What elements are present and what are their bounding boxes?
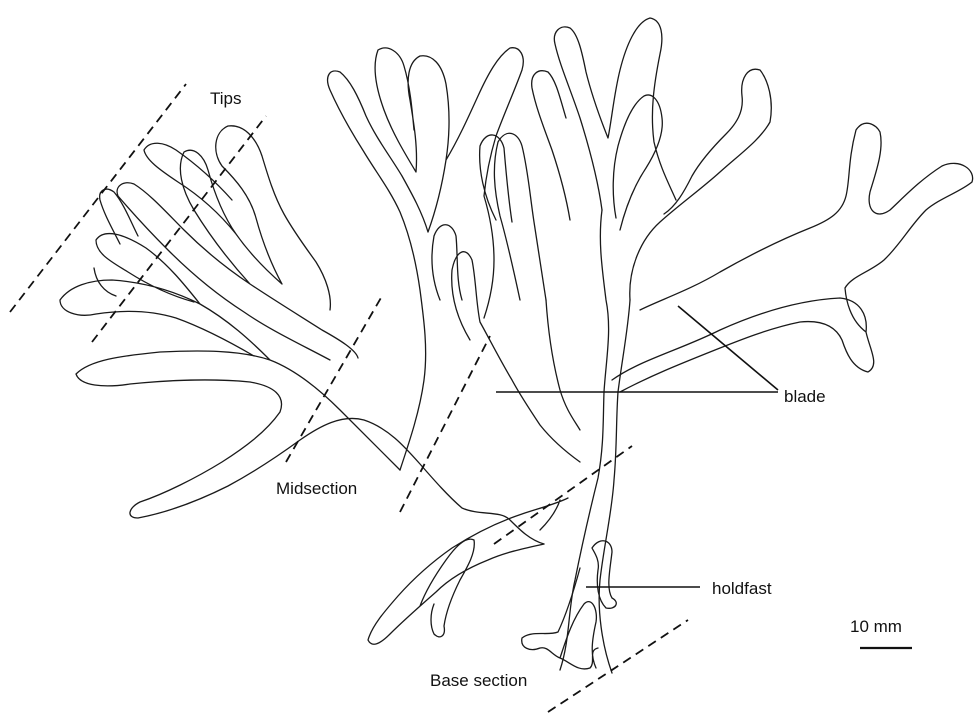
section-lines xyxy=(10,84,688,712)
right-blade xyxy=(612,69,973,392)
tips-boundary-outer xyxy=(10,84,186,312)
stipe xyxy=(560,210,630,673)
upper-center-branches xyxy=(328,48,524,470)
lower-left-branch xyxy=(368,498,568,644)
blade-leader-diagonal xyxy=(678,306,778,390)
blade-label: blade xyxy=(784,387,826,406)
center-right-lobes xyxy=(494,18,676,300)
tips-label: Tips xyxy=(210,89,242,108)
base-section-label: Base section xyxy=(430,671,527,690)
central-lobes xyxy=(432,135,580,462)
scale-label: 10 mm xyxy=(850,617,902,636)
tips-fronds xyxy=(94,126,358,360)
tips-boundary-inner xyxy=(92,116,266,342)
base-boundary-upper xyxy=(494,446,632,544)
midsection-label: Midsection xyxy=(276,479,357,498)
thallus-outline xyxy=(60,18,973,673)
midsection-boundary-right xyxy=(400,336,490,512)
holdfast-label: holdfast xyxy=(712,579,772,598)
